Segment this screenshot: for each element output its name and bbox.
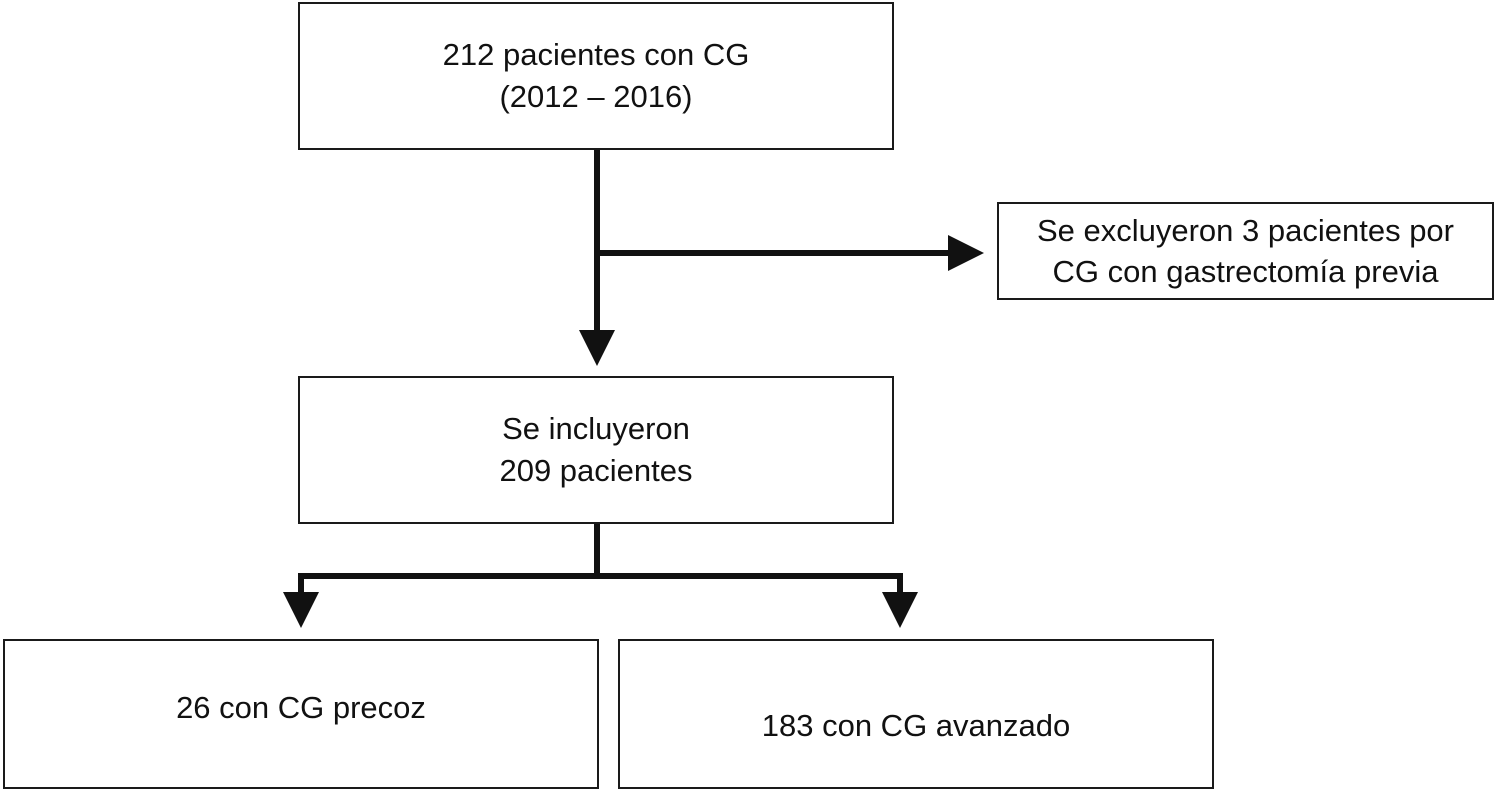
total-patients-period: (2012 – 2016)	[499, 79, 693, 114]
excluded-patients-line2: CG con gastrectomía previa	[1052, 254, 1439, 289]
advanced-gc-label: 183 con CG avanzado	[761, 708, 1071, 743]
early-gc-label: 26 con CG precoz	[176, 690, 426, 725]
excluded-patients-line1: Se excluyeron 3 pacientes por	[1036, 213, 1455, 248]
advanced-gc-box: 183 con CG avanzado	[618, 639, 1214, 789]
excluded-patients-box: Se excluyeron 3 pacientes por CG con gas…	[997, 202, 1494, 300]
included-patients-line1: Se incluyeron	[502, 411, 690, 446]
included-patients-box: Se incluyeron 209 pacientes	[298, 376, 894, 524]
total-patients-label: 212 pacientes con CG	[442, 37, 750, 72]
early-gc-box: 26 con CG precoz	[3, 639, 599, 789]
included-patients-line2: 209 pacientes	[499, 453, 693, 488]
total-patients-box: 212 pacientes con CG (2012 – 2016)	[298, 2, 894, 150]
